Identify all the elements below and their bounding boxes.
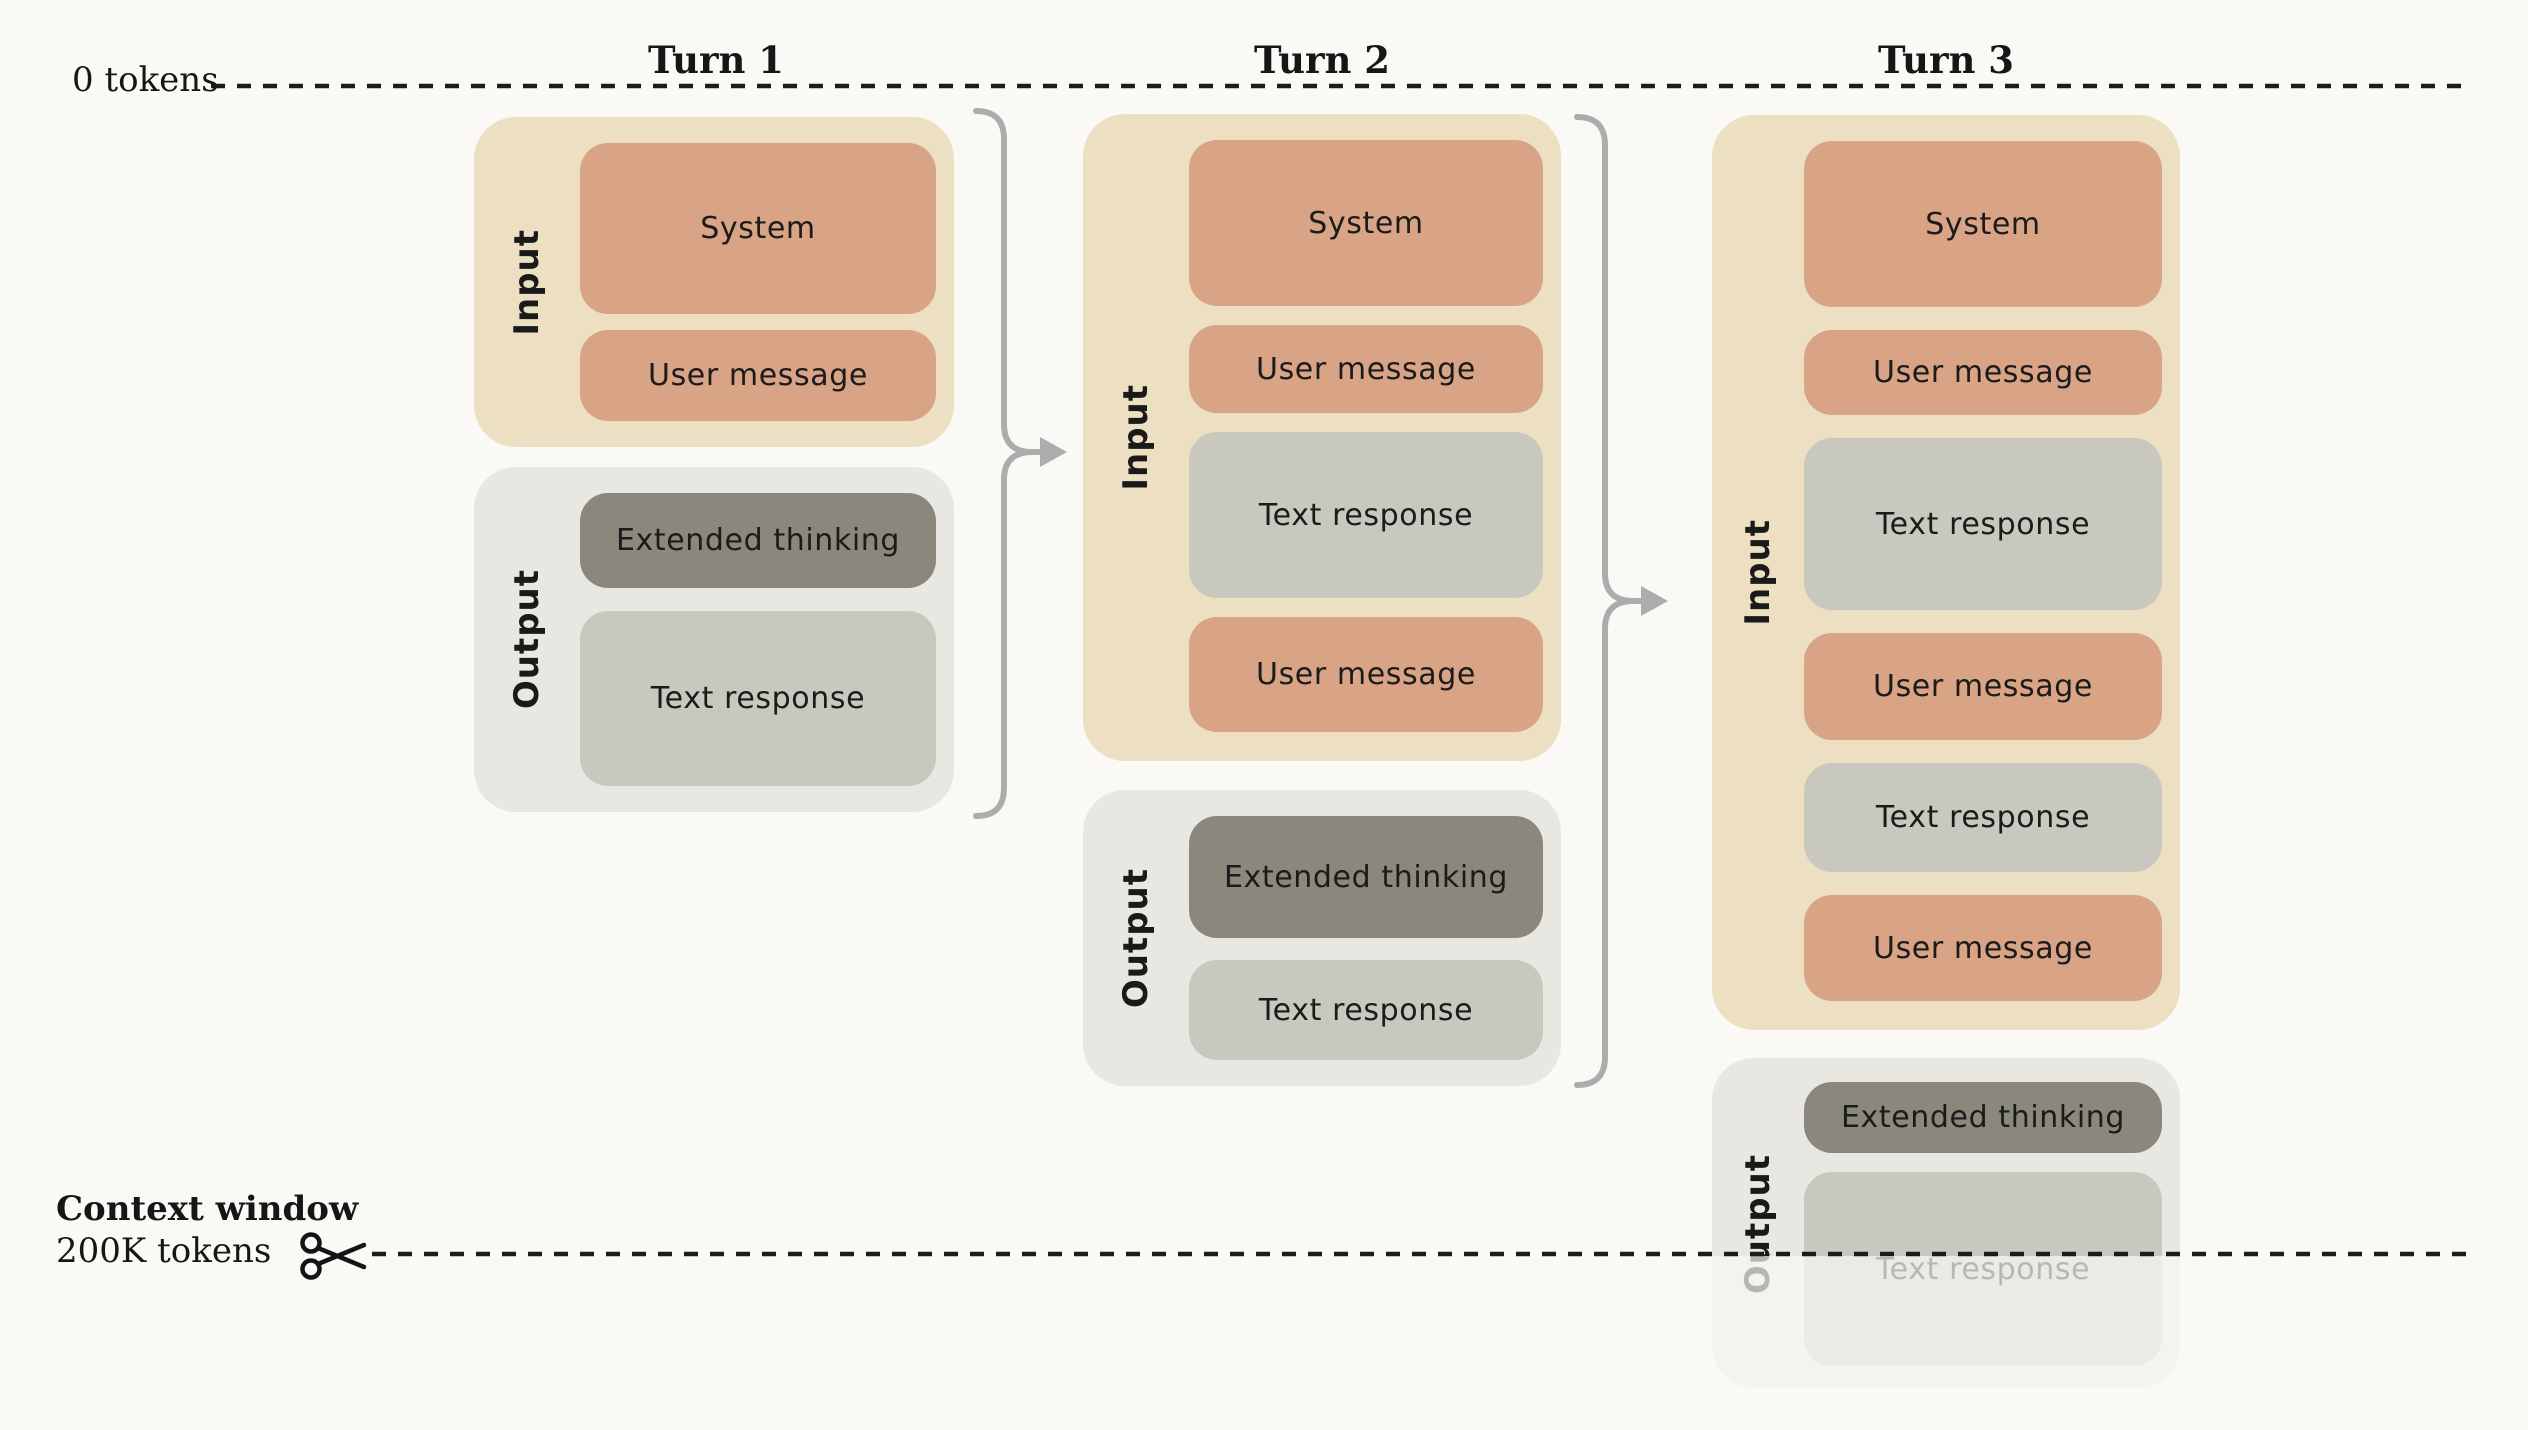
turn1-output-panel: Output Extended thinking Text response bbox=[474, 467, 954, 812]
system-block: System bbox=[1804, 141, 2162, 307]
text-response-block: Text response bbox=[1804, 763, 2162, 872]
arrow-right-icon bbox=[1040, 437, 1067, 467]
arrow-right-icon bbox=[1641, 586, 1668, 616]
turn1-to-turn2-bracket bbox=[973, 108, 1067, 819]
zero-tokens-label: 0 tokens bbox=[72, 60, 219, 100]
user-message-block: User message bbox=[1189, 325, 1543, 413]
system-block: System bbox=[1189, 140, 1543, 306]
beyond-context-fade bbox=[420, 1256, 2528, 1430]
user-message-block: User message bbox=[1804, 633, 2162, 740]
user-message-block: User message bbox=[1804, 330, 2162, 415]
text-response-block: Text response bbox=[1189, 960, 1543, 1060]
turn1-output-blocks: Extended thinking Text response bbox=[580, 493, 936, 786]
turn3-input-blocks: System User message Text response User m… bbox=[1804, 141, 2162, 1004]
extended-thinking-block: Extended thinking bbox=[1804, 1082, 2162, 1153]
context-window-label: Context window 200K tokens bbox=[56, 1188, 358, 1272]
context-window-title: Context window bbox=[56, 1189, 359, 1229]
turn-2-title: Turn 2 bbox=[1253, 38, 1391, 82]
turn2-input-blocks: System User message Text response User m… bbox=[1189, 140, 1543, 735]
turn2-to-turn3-bracket bbox=[1574, 114, 1668, 1088]
turn2-output-panel: Output Extended thinking Text response bbox=[1083, 790, 1561, 1086]
context-window-value: 200K tokens bbox=[56, 1231, 272, 1271]
text-response-block: Text response bbox=[1189, 432, 1543, 598]
system-block: System bbox=[580, 143, 936, 314]
user-message-block: User message bbox=[1189, 617, 1543, 732]
text-response-block: Text response bbox=[580, 611, 936, 786]
extended-thinking-block: Extended thinking bbox=[1189, 816, 1543, 938]
turn2-output-blocks: Extended thinking Text response bbox=[1189, 816, 1543, 1060]
turn-1-title: Turn 1 bbox=[647, 38, 785, 82]
turn-3-title: Turn 3 bbox=[1877, 38, 2015, 82]
turn1-input-panel: Input System User message bbox=[474, 117, 954, 447]
user-message-block: User message bbox=[580, 330, 936, 421]
turn1-input-blocks: System User message bbox=[580, 143, 936, 421]
user-message-block: User message bbox=[1804, 895, 2162, 1001]
turn3-input-panel: Input System User message Text response … bbox=[1712, 115, 2180, 1030]
extended-thinking-block: Extended thinking bbox=[580, 493, 936, 588]
scissors-icon bbox=[300, 1232, 367, 1280]
turn2-input-panel: Input System User message Text response … bbox=[1083, 114, 1561, 761]
text-response-block: Text response bbox=[1804, 438, 2162, 610]
